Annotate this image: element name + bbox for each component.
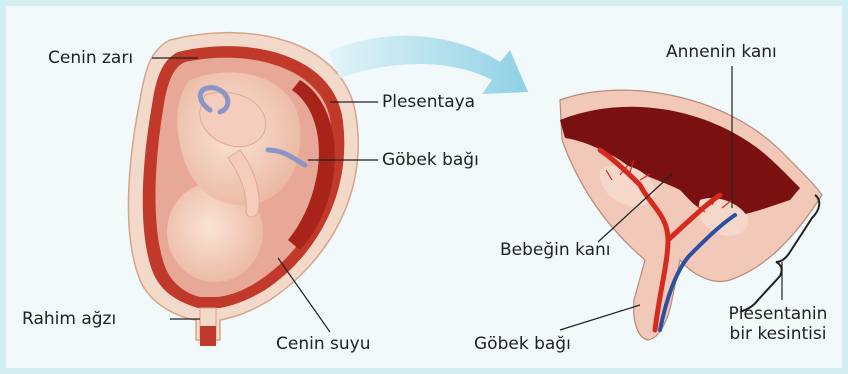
placenta-section bbox=[560, 90, 822, 340]
label-bebegin-kani: Bebeğin kanı bbox=[500, 240, 611, 260]
label-cenin-zari: Cenin zarı bbox=[48, 48, 133, 68]
label-annenin-kani: Annenin kanı bbox=[666, 42, 777, 62]
curved-arrow-icon bbox=[328, 36, 528, 94]
label-gobek-bagi-left: Göbek bağı bbox=[382, 150, 479, 170]
label-plesentanin-line1: Plesentanin bbox=[722, 304, 834, 324]
label-rahim-agzi: Rahim ağzı bbox=[22, 309, 116, 329]
label-gobek-bagi-right: Göbek bağı bbox=[474, 334, 571, 354]
uterus-illustration bbox=[128, 33, 358, 346]
cervix-plug bbox=[200, 326, 216, 346]
label-plesentanin-line2: bir kesintisi bbox=[722, 324, 834, 344]
label-cenin-suyu: Cenin suyu bbox=[276, 334, 370, 354]
label-plesentaya: Plesentaya bbox=[382, 92, 475, 112]
